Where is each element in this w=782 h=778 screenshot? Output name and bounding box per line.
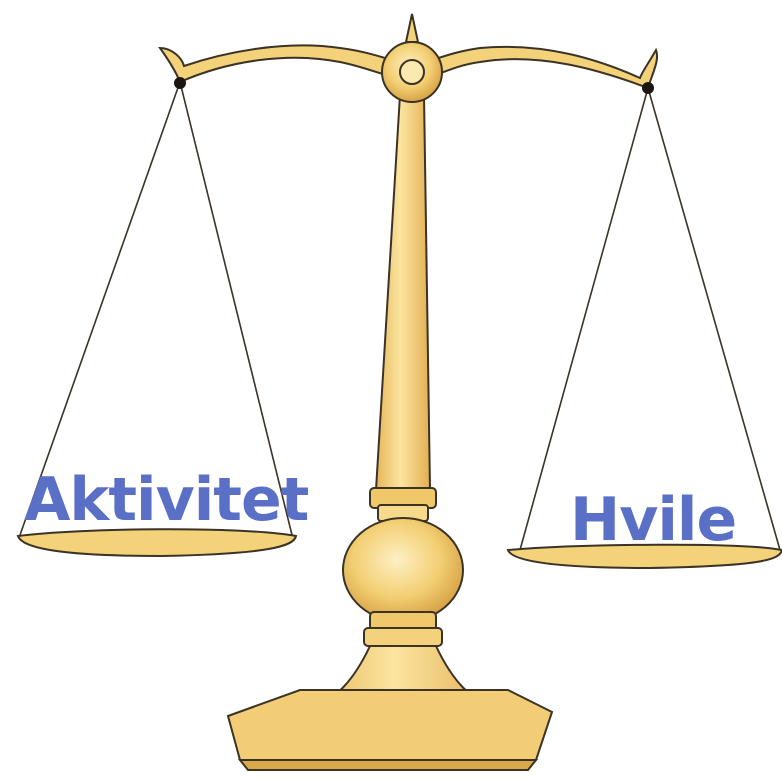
right-hook: [642, 82, 654, 94]
right-pan-label: Hvile: [570, 490, 736, 550]
pillar: [376, 95, 430, 490]
left-hook: [174, 77, 186, 89]
right-pan-strings: [520, 88, 780, 550]
pivot-ring: [400, 60, 424, 84]
pillar-knob: [343, 518, 463, 622]
left-pan-label: Aktivitet: [24, 470, 308, 530]
finial: [406, 14, 418, 42]
base-plate: [228, 690, 552, 760]
